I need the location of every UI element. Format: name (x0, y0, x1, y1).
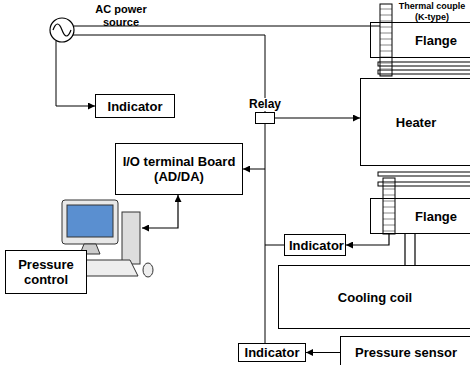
sine-wave (53, 24, 71, 36)
control-box: Pressure control (5, 250, 87, 294)
branch-wire (265, 245, 284, 246)
indicator-box: Indicator (95, 94, 175, 118)
signal-connector (306, 352, 340, 353)
node-text: Heater (396, 115, 436, 130)
indicator-wire (56, 41, 95, 106)
node-text: Pressure control (10, 257, 82, 287)
computer-monitor (62, 200, 118, 244)
sensor-box: Pressure sensor (340, 336, 470, 365)
node-text: Flange (415, 33, 457, 48)
thermocouple (380, 4, 392, 76)
label-text: AC power source (90, 3, 152, 29)
flange-box: Flange (370, 22, 470, 58)
computer-tower (122, 212, 140, 264)
cooling-coil-box: Cooling coil (278, 265, 470, 329)
pipe (404, 234, 405, 265)
pipe (414, 234, 415, 265)
label-text: Thermal couple (K-type) (394, 1, 470, 23)
signal-connector (275, 117, 360, 118)
io-board-box: I/O terminal Board (AD/DA) (115, 143, 243, 195)
node-text: Pressure sensor (355, 345, 457, 360)
signal-connector (346, 234, 389, 245)
mouse (143, 263, 153, 277)
source-label: AC power source (90, 3, 152, 29)
indicator-box: Indicator (284, 234, 346, 256)
node-text: Indicator (108, 99, 163, 114)
sensor-label: Thermal couple (K-type) (394, 1, 470, 23)
node-text: I/O terminal Board (AD/DA) (120, 154, 238, 184)
indicator-box: Indicator (238, 343, 306, 362)
node-text: Indicator (289, 238, 341, 253)
node-text: Flange (415, 209, 457, 224)
thermocouple (383, 178, 395, 234)
ac-source-symbol (50, 18, 74, 42)
computer-screen (67, 205, 113, 237)
node-text: Relay (247, 98, 283, 111)
trunk-wire (73, 35, 265, 343)
relay-box: Relay (255, 112, 275, 124)
flange-box: Flange (370, 198, 470, 234)
node-text: Cooling coil (338, 290, 412, 305)
flange-plate (378, 172, 470, 176)
heater-box: Heater (360, 78, 470, 166)
node-text: Indicator (245, 345, 300, 360)
signal-wire (243, 169, 265, 170)
data-link (142, 195, 178, 228)
